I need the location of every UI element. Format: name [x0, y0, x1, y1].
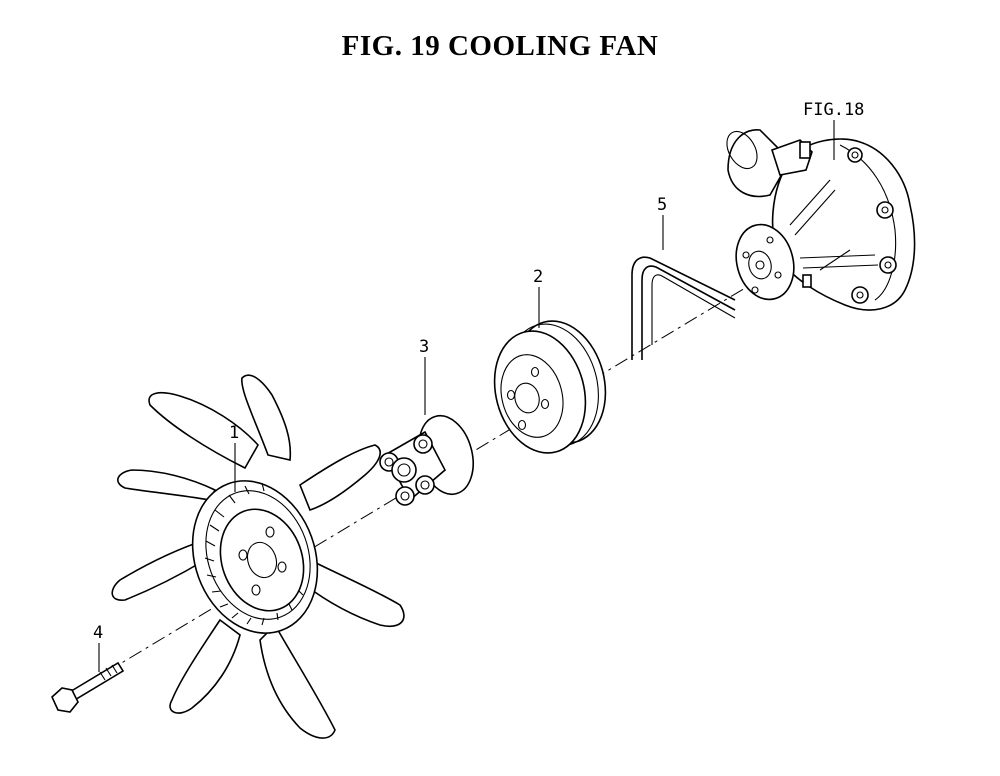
pump-inlet-opening	[726, 130, 758, 170]
fan-blade	[304, 558, 405, 627]
fan-blade	[169, 618, 241, 714]
spacer-hole	[400, 491, 410, 501]
spacer-center-hole	[397, 463, 411, 477]
figure-title: FIG. 19 COOLING FAN	[341, 30, 659, 62]
pump-flange-hole	[742, 251, 750, 259]
callout-4-label: 4	[93, 623, 103, 643]
pump-shaft	[755, 260, 765, 270]
bolt-thread	[99, 664, 118, 681]
v-belt-strand	[651, 274, 736, 345]
spacer-center-boss	[391, 457, 417, 483]
pulley-center-hole	[514, 382, 540, 414]
fan-blade	[148, 391, 259, 470]
pump-housing-edge	[839, 144, 897, 301]
pump-inlet-pipe	[727, 129, 791, 198]
pump-flange-hub	[748, 250, 772, 280]
pulley-bolt-hole	[506, 389, 516, 401]
callout-2-label: 2	[533, 267, 543, 287]
fan-hub	[219, 508, 305, 612]
callout-1-label: 1	[229, 423, 239, 443]
center-axis-line	[59, 254, 801, 701]
spacer-boss	[395, 486, 415, 506]
fan-blade	[117, 469, 217, 501]
spacer-boss	[415, 475, 435, 495]
fan-hub-center-hole	[246, 541, 278, 579]
pump-top-nipple	[799, 141, 811, 159]
fan-blade	[299, 444, 381, 511]
pulley-bolt-hole	[530, 366, 540, 378]
v-belt-strand	[631, 256, 736, 360]
spacer-hole	[384, 457, 394, 467]
pump-flange	[735, 223, 795, 301]
callout-5-label: 5	[657, 195, 667, 215]
pump-flange-hole	[774, 271, 782, 279]
v-belt-strand	[641, 265, 736, 360]
pump-mount-hole	[851, 151, 859, 159]
fan-bolt-hole	[238, 549, 248, 561]
pulley-bolt-hole	[517, 419, 527, 431]
spacer-boss	[413, 434, 433, 454]
pulley-front-face	[493, 330, 587, 454]
spacer-hole	[420, 480, 430, 490]
pump-mount-hole	[856, 291, 864, 299]
pulley-bolt-hole	[540, 398, 550, 410]
bolt-head	[51, 687, 79, 713]
pump-mount-boss	[847, 147, 863, 163]
pump-bottom-nipple	[802, 274, 812, 288]
fan-bolt-hole	[277, 561, 287, 573]
pulley-inner-face	[500, 354, 564, 438]
pump-flange-hole	[751, 286, 759, 294]
fan-blade	[111, 538, 206, 601]
fan-bolt-hole	[265, 526, 275, 538]
fan-bolt	[51, 661, 125, 713]
pump-mount-hole	[884, 261, 892, 269]
pump-mount-boss	[851, 286, 869, 304]
pump-ribs	[789, 179, 879, 271]
cooling-fan	[111, 374, 405, 739]
fig-18-reference-label: FIG.18	[803, 100, 864, 120]
fan-spacer	[379, 414, 474, 506]
spacer-hole	[418, 439, 428, 449]
pump-mount-boss	[876, 201, 894, 219]
pump-flange-hole	[766, 236, 774, 244]
fan-bolt-hole	[251, 584, 261, 596]
pump-mount-boss	[879, 256, 897, 274]
fan-pulley	[493, 320, 607, 454]
water-pump-reference	[726, 129, 916, 311]
v-belt	[631, 256, 736, 360]
fan-shroud-vanes	[204, 482, 304, 626]
fan-shroud-inner	[205, 490, 311, 620]
fan-blade	[241, 374, 292, 461]
callout-3-label: 3	[419, 337, 429, 357]
fan-blade	[259, 623, 336, 739]
pump-mount-hole	[881, 206, 889, 214]
